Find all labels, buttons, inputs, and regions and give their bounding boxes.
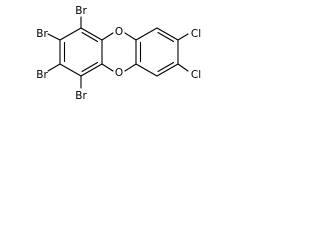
bond bbox=[101, 32, 114, 41]
double-bond-inner bbox=[157, 61, 175, 73]
bond bbox=[101, 63, 114, 72]
atom-br2: Br bbox=[36, 28, 48, 40]
bond bbox=[124, 63, 137, 72]
bond bbox=[135, 27, 158, 41]
bond bbox=[59, 27, 82, 41]
atom-br3: Br bbox=[36, 69, 48, 81]
atom-cl-bottom: Cl bbox=[191, 69, 201, 81]
atom-oxygen-top: O bbox=[115, 26, 123, 38]
atom-br1: Br bbox=[75, 5, 87, 17]
molecule-structure-diagram: Br Br Br Br O O Cl Cl bbox=[36, 5, 201, 102]
bond bbox=[59, 63, 82, 77]
atom-br4: Br bbox=[75, 90, 87, 102]
atom-cl-top: Cl bbox=[191, 28, 201, 40]
atom-oxygen-bottom: O bbox=[115, 67, 123, 79]
bond-to-cl-top bbox=[177, 33, 189, 41]
substituent-bonds bbox=[47, 16, 189, 89]
bond bbox=[156, 63, 179, 77]
bond-to-br2 bbox=[47, 33, 61, 41]
bond bbox=[124, 32, 137, 41]
right-benzene-ring bbox=[135, 27, 179, 77]
double-bond-inner bbox=[81, 61, 99, 73]
double-bond-inner bbox=[81, 31, 99, 43]
bond bbox=[80, 27, 103, 41]
left-benzene-ring bbox=[59, 27, 103, 77]
bond bbox=[156, 27, 179, 41]
central-dioxin-ring bbox=[101, 32, 137, 72]
double-bond-inner bbox=[157, 31, 175, 43]
bond-to-br3 bbox=[47, 63, 61, 72]
bond bbox=[80, 63, 103, 77]
bond-to-cl-bottom bbox=[177, 63, 189, 72]
bond bbox=[135, 63, 158, 77]
